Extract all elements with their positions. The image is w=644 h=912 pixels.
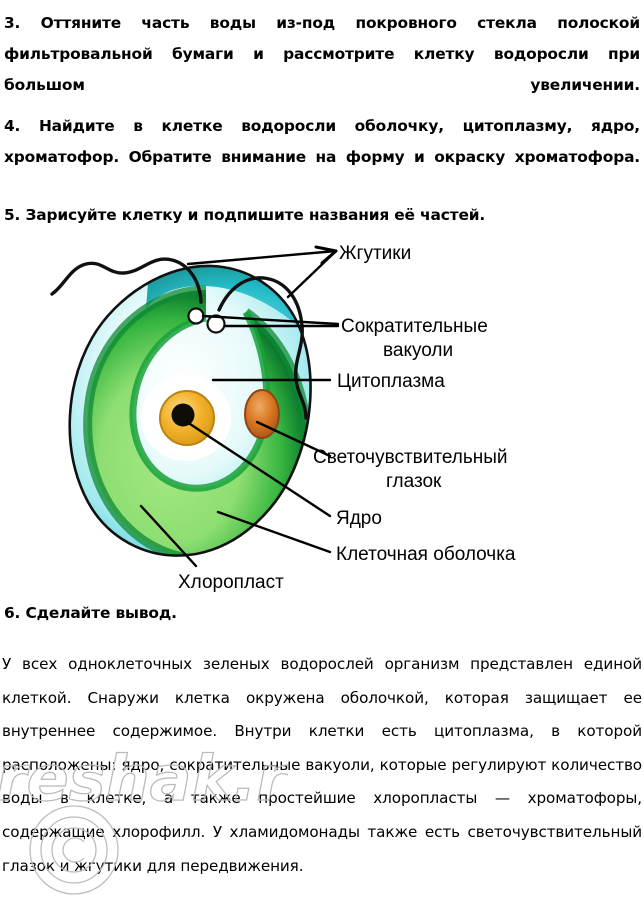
leader-eyespot: [255, 420, 332, 458]
leader-chloroplast: [139, 504, 198, 568]
task-6-paragraph: 6. Сделайте вывод.: [4, 598, 640, 629]
nucleus-organelle: [159, 390, 215, 446]
task-5-text: Зарисуйте клетку и подпишите названия её…: [25, 206, 486, 224]
leader-lines: [139, 245, 340, 568]
chlamydomonas-cell-diagram: Жгутики Сократительные вакуоли Цитоплазм…: [0, 228, 644, 596]
conclusion-paragraph: У всех одноклеточных зеленых водорослей …: [2, 655, 642, 875]
task-4-paragraph: 4. Найдите в клетке водоросли оболочку, …: [4, 111, 640, 204]
label-eyespot-line2: глазок: [386, 471, 442, 492]
leader-flagella-upper: [186, 249, 338, 266]
label-chloroplast: Хлоропласт: [178, 572, 284, 593]
contractile-vacuoles-organelle: [187, 307, 226, 334]
leader-nucleus: [188, 422, 332, 518]
task-3-text: Оттяните часть воды из-под покровного ст…: [4, 14, 640, 94]
label-nucleus: Ядро: [336, 508, 382, 529]
task-4-text: Найдите в клетке водоросли оболочку, цит…: [4, 117, 640, 166]
label-flagella: Жгутики: [339, 243, 411, 264]
label-contractile-vacuoles-line1: Сократительные: [341, 316, 488, 337]
task-6-text: Сделайте вывод.: [25, 604, 177, 622]
label-eyespot-line1: Светочувствительный: [313, 447, 508, 468]
leader-cell-membrane: [216, 510, 332, 554]
chloroplast-region: [87, 290, 307, 556]
task-6-number: 6.: [4, 604, 21, 622]
nucleolus: [171, 403, 195, 427]
task-5-number: 5.: [4, 206, 21, 224]
task-4-number: 4.: [4, 117, 21, 135]
label-cell-membrane: Клеточная оболочка: [336, 544, 516, 565]
task-3-number: 3.: [4, 14, 21, 32]
task-3-paragraph: 3. Оттяните часть воды из-под покровного…: [4, 8, 640, 132]
leader-flagella-arrow: [314, 245, 338, 265]
leader-vacuole-upper: [201, 314, 340, 326]
task-5-paragraph: 5. Зарисуйте клетку и подпишите названия…: [4, 200, 640, 231]
label-contractile-vacuoles-line2: вакуоли: [383, 340, 453, 361]
eyespot-organelle: [244, 389, 280, 439]
label-cytoplasm: Цитоплазма: [337, 371, 445, 392]
